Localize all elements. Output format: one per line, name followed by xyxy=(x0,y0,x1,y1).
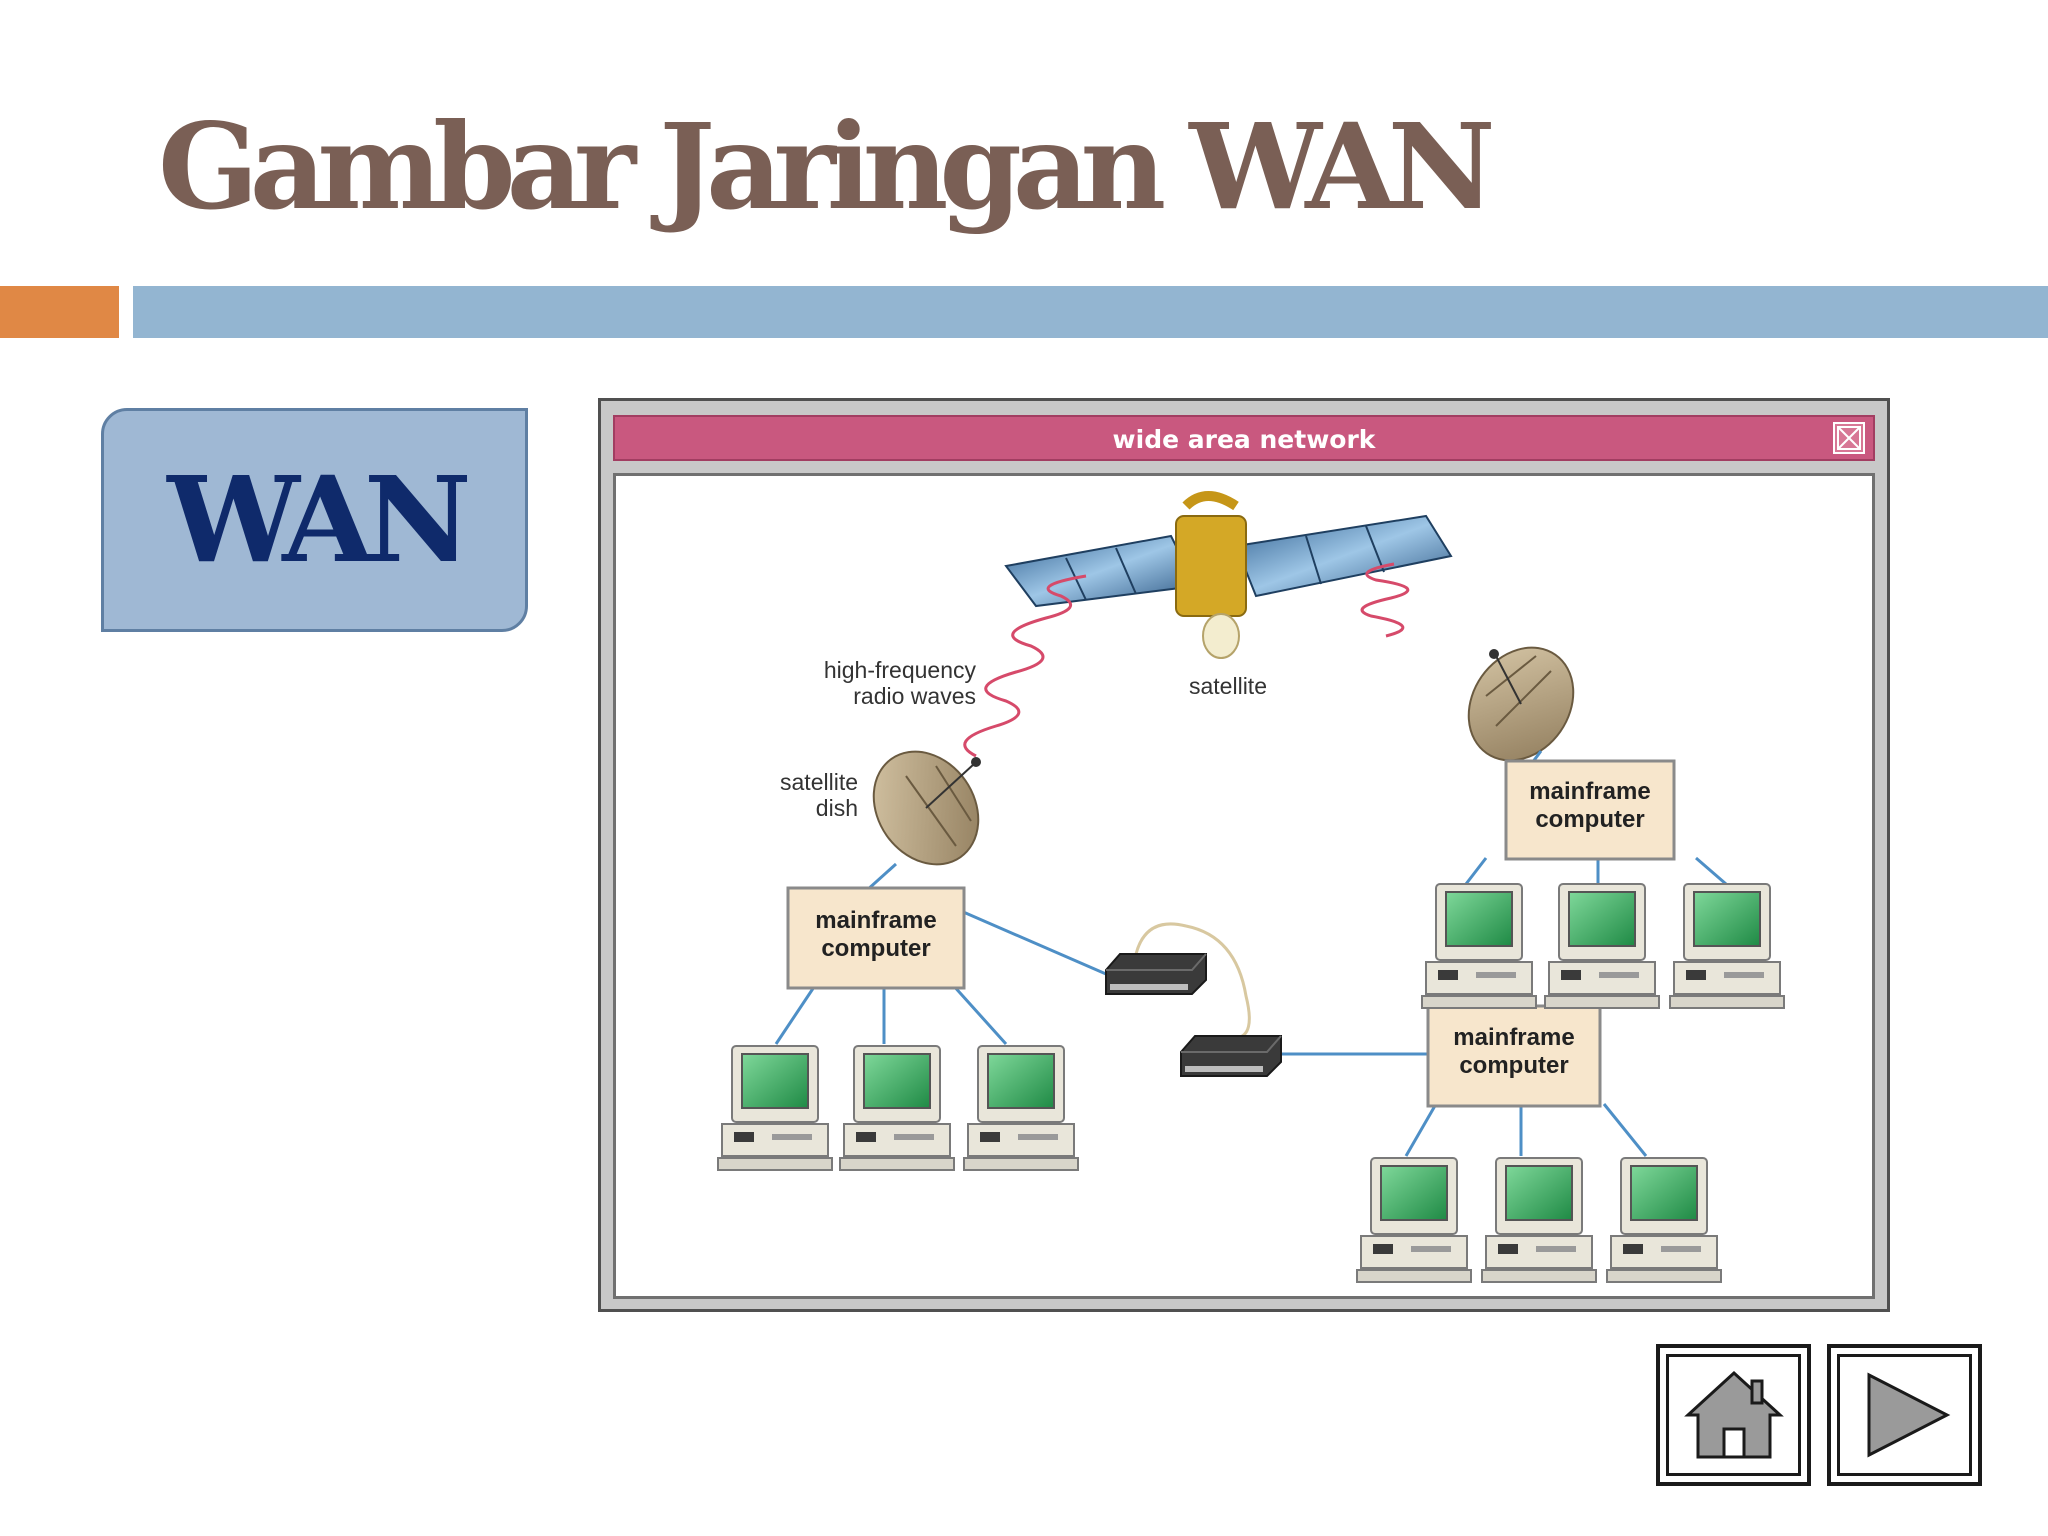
wan-diagram-window: wide area network xyxy=(598,398,1890,1312)
satellite-dish-left xyxy=(872,750,981,866)
mainframe-bottom-right-line1: mainframe xyxy=(1453,1024,1574,1051)
workstation-left-2 xyxy=(839,1045,955,1171)
router-left xyxy=(1105,953,1207,995)
radio-waves-right xyxy=(1360,562,1410,638)
dish-label-line1: satellite xyxy=(780,769,858,795)
dish-label-line2: dish xyxy=(816,795,858,821)
home-icon xyxy=(1683,1370,1784,1459)
workstation-bottom-right-2 xyxy=(1481,1157,1597,1283)
window-title: wide area network xyxy=(1112,425,1376,454)
window-titlebar: wide area network xyxy=(613,415,1875,461)
network-links xyxy=(774,750,1727,1157)
accent-bar-orange xyxy=(0,286,119,338)
mainframe-bottom-right: mainframe computer xyxy=(1426,1004,1602,1108)
workstation-left-1 xyxy=(717,1045,833,1171)
satellite-label: satellite xyxy=(1189,673,1267,699)
workstation-top-right-1 xyxy=(1421,883,1537,1009)
wan-label-box: WAN xyxy=(101,408,528,632)
workstation-bottom-right-1 xyxy=(1356,1157,1472,1283)
workstation-bottom-right-3 xyxy=(1606,1157,1722,1283)
mainframe-top-right: mainframe computer xyxy=(1504,759,1676,861)
wan-label-text: WAN xyxy=(167,450,471,589)
radio-waves-label-line1: high-frequency xyxy=(824,657,977,683)
next-slide-button[interactable] xyxy=(1827,1344,1982,1486)
router-right xyxy=(1180,1035,1282,1077)
close-icon xyxy=(1837,426,1861,450)
radio-waves-label-line2: radio waves xyxy=(853,683,976,709)
window-close-button[interactable] xyxy=(1833,422,1865,454)
satellite-dish-right xyxy=(1467,646,1575,762)
mainframe-top-right-line2: computer xyxy=(1535,806,1644,833)
mainframe-bottom-right-line2: computer xyxy=(1459,1052,1568,1079)
satellite-graphic xyxy=(1004,491,1453,659)
workstation-top-right-3 xyxy=(1669,883,1785,1009)
mainframe-top-right-line1: mainframe xyxy=(1529,778,1650,805)
mainframe-left-line1: mainframe xyxy=(815,907,936,934)
home-button[interactable] xyxy=(1656,1344,1811,1486)
play-next-icon xyxy=(1867,1372,1950,1458)
radio-waves-left xyxy=(963,574,1087,758)
mainframe-left: mainframe computer xyxy=(786,886,966,990)
slide-title: Gambar Jaringan WAN xyxy=(158,97,1496,236)
workstation-left-3 xyxy=(963,1045,1079,1171)
accent-bar-blue xyxy=(133,286,2048,338)
mainframe-left-line2: computer xyxy=(821,935,930,962)
workstation-top-right-2 xyxy=(1544,883,1660,1009)
network-diagram: mainframe computer mainframe computer ma… xyxy=(613,473,1875,1299)
